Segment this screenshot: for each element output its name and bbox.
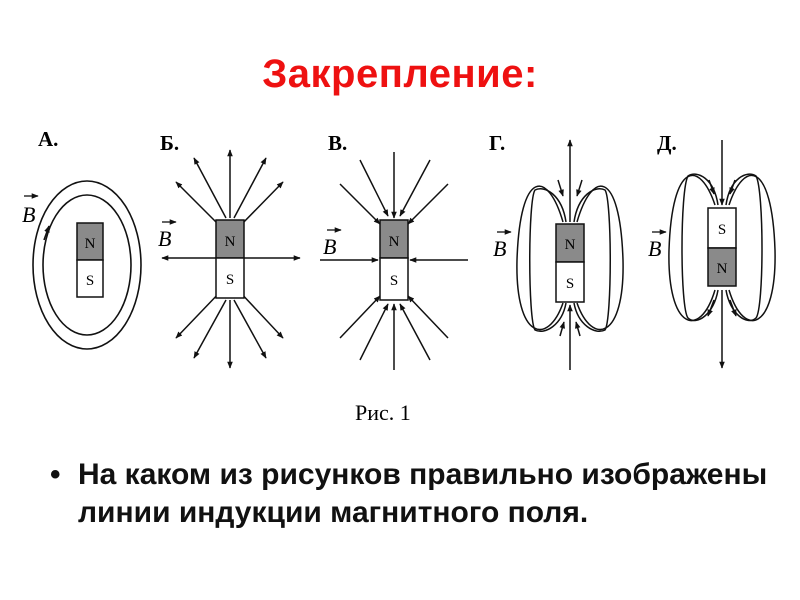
field-b-label-a: B	[22, 202, 35, 227]
panel-a: А. B N S	[22, 127, 142, 350]
panel-b: Б. B N S	[158, 131, 301, 369]
panel-v: В. B N S	[320, 131, 468, 370]
pole-top-label-g: N	[565, 237, 576, 253]
pole-top-label-d: S	[718, 222, 726, 238]
slide-title: Закрепление:	[262, 52, 538, 96]
panel-d: Д. B S N	[648, 131, 776, 369]
pole-top-g	[555, 223, 585, 263]
question-text: • На каком из рисунков правильно изображ…	[50, 456, 770, 532]
field-loop-inner	[42, 194, 132, 336]
pole-bottom-label-v: S	[390, 273, 398, 289]
dipole-field-lines-d	[668, 140, 776, 369]
pole-bottom-label-g: S	[566, 276, 574, 292]
panel-v-label: В.	[328, 131, 347, 155]
panel-a-label: А.	[38, 127, 58, 151]
pole-top-a	[76, 222, 104, 261]
dipole-field-lines-g	[516, 139, 624, 370]
pole-top-d	[707, 207, 737, 249]
panel-b-label: Б.	[160, 131, 179, 155]
pole-bottom-d	[707, 247, 737, 287]
field-b-label-d: B	[648, 236, 661, 261]
pole-top-label-b: N	[225, 234, 236, 250]
inward-field-lines	[320, 152, 468, 370]
pole-bottom-label-b: S	[226, 272, 234, 288]
pole-bottom-g	[555, 261, 585, 303]
figure-caption: Рис. 1	[355, 400, 411, 425]
bullet-icon: •	[50, 458, 61, 491]
pole-top-v	[379, 219, 409, 259]
panel-g: Г. B N S	[489, 131, 624, 370]
field-b-label-g: B	[493, 236, 506, 261]
outward-field-lines	[161, 149, 301, 369]
pole-bottom-v	[379, 257, 409, 301]
pole-bottom-label-a: S	[86, 273, 94, 289]
pole-top-label-a: N	[85, 236, 96, 252]
loop-arrow-icon	[43, 225, 50, 241]
pole-bottom-a	[76, 259, 104, 298]
field-loop-outer	[32, 180, 142, 350]
panel-d-label: Д.	[657, 131, 677, 155]
field-b-label-v: B	[323, 234, 336, 259]
field-b-label-b: B	[158, 226, 171, 251]
panel-g-label: Г.	[489, 131, 505, 155]
pole-bottom-label-d: N	[717, 261, 728, 277]
question-body: На каком из рисунков правильно изображен…	[78, 458, 768, 529]
pole-bottom-b	[215, 257, 245, 299]
pole-top-label-v: N	[389, 234, 400, 250]
